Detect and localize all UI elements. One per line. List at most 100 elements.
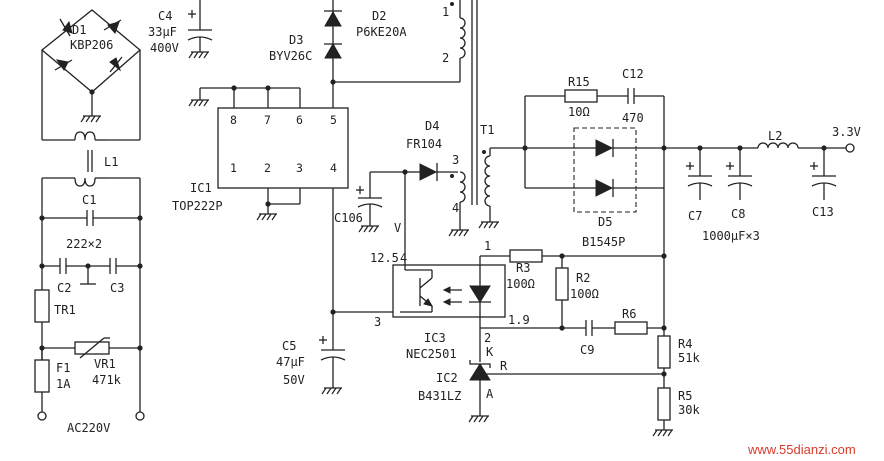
ic1-pin5: 5 xyxy=(330,113,337,127)
ic3-v12-5: 12.5 xyxy=(370,251,399,265)
ic1-pin2: 2 xyxy=(264,161,271,175)
c12-value: 470 xyxy=(622,111,644,125)
r15-value: 10Ω xyxy=(568,105,590,119)
d4-part: FR104 xyxy=(406,137,442,151)
feedback-network: R3 100Ω R2 100Ω C9 R6 R4 51k R5 30k xyxy=(480,188,700,437)
c5-ref: C5 xyxy=(282,339,296,353)
ic1-pin3: 3 xyxy=(296,161,303,175)
d1-part: KBP206 xyxy=(70,38,113,52)
d2-part: P6KE20A xyxy=(356,25,407,39)
choke-l1: L1 xyxy=(41,50,141,187)
ac-input-terminals: AC220V xyxy=(37,411,145,435)
transformer-secondary-t1: T1 xyxy=(478,123,525,229)
capacitors-c2-c3: 222×2 C2 C3 xyxy=(39,237,143,295)
r5-ref: R5 xyxy=(678,389,692,403)
watermark: www.55dianzi.com xyxy=(747,442,856,457)
ic2-k: K xyxy=(486,345,494,359)
c13-ref: C13 xyxy=(812,205,834,219)
d1-ref: D1 xyxy=(72,23,86,37)
ic1-pin4: 4 xyxy=(330,161,337,175)
xfmr-pin2: 2 xyxy=(442,51,449,65)
d2-ref: D2 xyxy=(372,9,386,23)
ic1-pin6: 6 xyxy=(296,113,303,127)
c8-ref: C8 xyxy=(731,207,745,221)
ic3-ref: IC3 xyxy=(424,331,446,345)
c4-value: 33μF xyxy=(148,25,177,39)
r3-value: 100Ω xyxy=(506,277,535,291)
cap-note: 1000μF×3 xyxy=(702,229,760,243)
d5-ref: D5 xyxy=(598,215,612,229)
c2-ref: C2 xyxy=(57,281,71,295)
l2-ref: L2 xyxy=(768,129,782,143)
f1-ref: F1 xyxy=(56,361,70,375)
snubber-r15-c12: R15 10Ω C12 470 xyxy=(524,67,665,188)
r2-value: 100Ω xyxy=(570,287,599,301)
aux-supply-d4-c106: D4 FR104 3 4 C106 V xyxy=(334,119,470,265)
ic2-ref: IC2 xyxy=(436,371,458,385)
transformer-primary: 1 2 xyxy=(333,0,478,205)
c1-ref: C1 xyxy=(82,193,96,207)
c106-ref: C106 xyxy=(334,211,363,225)
r6-ref: R6 xyxy=(622,307,636,321)
r3-ref: R3 xyxy=(516,261,530,275)
ic2-a: A xyxy=(486,387,494,401)
fuse-f1: F1 1A xyxy=(34,348,71,412)
vr1-ref: VR1 xyxy=(94,357,116,371)
capacitor-c4: C4 33μF 400V xyxy=(148,0,213,59)
ic3-pin1: 1 xyxy=(484,239,491,253)
bridge-rectifier-d1: D1 KBP206 xyxy=(40,9,142,123)
c4-voltage: 400V xyxy=(150,41,179,55)
r15-ref: R15 xyxy=(568,75,590,89)
clamp-diodes-d2-d3: D2 P6KE20A D3 BYV26C xyxy=(269,0,407,85)
ic1-pin8: 8 xyxy=(230,113,237,127)
vr1-value: 471k xyxy=(92,373,122,387)
xfmr-pin3: 3 xyxy=(452,153,459,167)
d4-ref: D4 xyxy=(425,119,439,133)
capacitor-c1: C1 xyxy=(39,193,143,226)
l1-ref: L1 xyxy=(104,155,118,169)
ic1-top222p: 8 7 6 5 1 2 3 4 IC1 TOP222P xyxy=(172,82,349,312)
ic2-part: B431LZ xyxy=(418,389,461,403)
c2c3-value: 222×2 xyxy=(66,237,102,251)
c9-ref: C9 xyxy=(580,343,594,357)
output-filter: L2 3.3V C7 C8 C13 1000μF×3 xyxy=(664,125,861,243)
ic3-v1-9: 1.9 xyxy=(508,313,530,327)
ic1-part: TOP222P xyxy=(172,199,223,213)
d3-part: BYV26C xyxy=(269,49,312,63)
c12-ref: C12 xyxy=(622,67,644,81)
c3-ref: C3 xyxy=(110,281,124,295)
xfmr-pin1: 1 xyxy=(442,5,449,19)
ic1-pin7: 7 xyxy=(264,113,271,127)
ic1-pin1: 1 xyxy=(230,161,237,175)
ic3-part: NEC2501 xyxy=(406,347,457,361)
c106-v: V xyxy=(394,221,401,235)
optocoupler-ic3: 4 12.5 3 1 2 1.9 IC3 NEC2501 xyxy=(370,239,530,361)
t1-ref: T1 xyxy=(480,123,494,137)
c4-ref: C4 xyxy=(158,9,172,23)
capacitor-c5: C5 47μF 50V xyxy=(276,312,346,395)
tr1-ref: TR1 xyxy=(54,303,76,317)
d5-part: B1545P xyxy=(582,235,625,249)
ac-label: AC220V xyxy=(67,421,110,435)
r4-ref: R4 xyxy=(678,337,692,351)
thermistor-tr1: TR1 xyxy=(34,289,76,360)
r2-ref: R2 xyxy=(576,271,590,285)
c7-ref: C7 xyxy=(688,209,702,223)
schottky-d5: D5 B1545P xyxy=(522,127,667,249)
ic1-ref: IC1 xyxy=(190,181,212,195)
ic3-pin2: 2 xyxy=(484,331,491,345)
ic3-pin3: 3 xyxy=(374,315,381,329)
vout-label: 3.3V xyxy=(832,125,861,139)
c5-voltage: 50V xyxy=(283,373,305,387)
d3-ref: D3 xyxy=(289,33,303,47)
r4-value: 51k xyxy=(678,351,700,365)
shunt-regulator-ic2: K R A IC2 B431LZ xyxy=(418,332,664,423)
f1-value: 1A xyxy=(56,377,71,391)
ic2-r: R xyxy=(500,359,508,373)
xfmr-pin4: 4 xyxy=(452,201,459,215)
varistor-vr1: VR1 471k xyxy=(39,290,143,412)
ic3-pin4: 4 xyxy=(400,251,407,265)
r5-value: 30k xyxy=(678,403,700,417)
c5-value: 47μF xyxy=(276,355,305,369)
